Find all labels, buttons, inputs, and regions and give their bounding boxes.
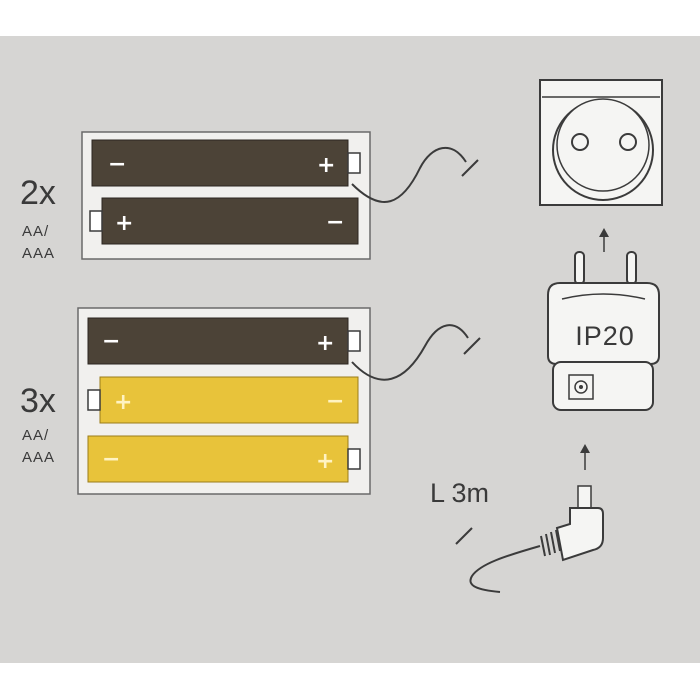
plug-body bbox=[555, 507, 604, 562]
positive-sign: + bbox=[316, 449, 334, 474]
positive-sign: + bbox=[316, 331, 334, 356]
battery-body bbox=[99, 376, 359, 424]
group-type-label-line2: AAA bbox=[22, 449, 55, 466]
negative-sign: − bbox=[108, 152, 126, 177]
adapter-upper-body bbox=[547, 282, 660, 365]
ip-rating-label: IP20 bbox=[575, 321, 635, 351]
battery-terminal bbox=[89, 210, 103, 232]
wire-break-mark bbox=[463, 337, 481, 355]
battery-body bbox=[101, 197, 359, 245]
battery-terminal bbox=[87, 389, 101, 411]
battery-group-3x: 3x AA/ AAA − + + − − + bbox=[20, 307, 481, 495]
adapter-cable bbox=[469, 545, 541, 593]
plug-tip bbox=[577, 485, 592, 509]
battery-body bbox=[87, 435, 349, 483]
negative-sign: − bbox=[326, 389, 344, 414]
battery-wire bbox=[351, 146, 467, 203]
negative-sign: − bbox=[326, 210, 344, 235]
power-adapter: IP20 bbox=[547, 251, 660, 411]
positive-sign: + bbox=[317, 153, 335, 178]
socket-recess-inner bbox=[556, 98, 650, 192]
negative-sign: − bbox=[102, 447, 120, 472]
adapter-contour bbox=[561, 293, 646, 300]
socket-hole-right bbox=[619, 133, 637, 151]
group-count-label: 2x bbox=[20, 174, 56, 212]
battery-group-2x: 2x AA/ AAA − + + − bbox=[20, 131, 479, 262]
battery-wire bbox=[351, 324, 469, 381]
adapter-lower-body bbox=[552, 361, 654, 411]
group-type-label-line2: AAA bbox=[22, 245, 55, 262]
battery-3x-3: − + bbox=[87, 435, 361, 483]
plug-pin-left bbox=[574, 251, 585, 285]
positive-sign: + bbox=[115, 211, 133, 236]
battery-2x-1: − + bbox=[91, 139, 361, 187]
battery-body bbox=[91, 139, 349, 187]
negative-sign: − bbox=[102, 329, 120, 354]
arrow-up-icon bbox=[580, 444, 590, 470]
dc-plug-icon bbox=[540, 485, 604, 562]
wall-socket-icon bbox=[539, 79, 663, 206]
plug-pin-right bbox=[626, 251, 637, 285]
group-count-label: 3x bbox=[20, 382, 56, 420]
battery-2x-2: + − bbox=[89, 197, 359, 245]
battery-terminal bbox=[347, 448, 361, 470]
group-type-label-line1: AA/ bbox=[22, 223, 49, 240]
group-type-label-line1: AA/ bbox=[22, 427, 49, 444]
power-button-icon bbox=[568, 374, 594, 400]
battery-3x-2: + − bbox=[87, 376, 359, 424]
cable-break-mark bbox=[455, 527, 473, 545]
cable-length-label: L 3m bbox=[430, 478, 489, 508]
battery-terminal bbox=[347, 330, 361, 352]
battery-terminal bbox=[347, 152, 361, 174]
battery-3x-1: − + bbox=[87, 317, 361, 365]
wire-break-mark bbox=[461, 159, 479, 177]
positive-sign: + bbox=[114, 390, 132, 415]
socket-hole-left bbox=[571, 133, 589, 151]
arrow-up-icon bbox=[599, 228, 609, 252]
battery-body bbox=[87, 317, 349, 365]
